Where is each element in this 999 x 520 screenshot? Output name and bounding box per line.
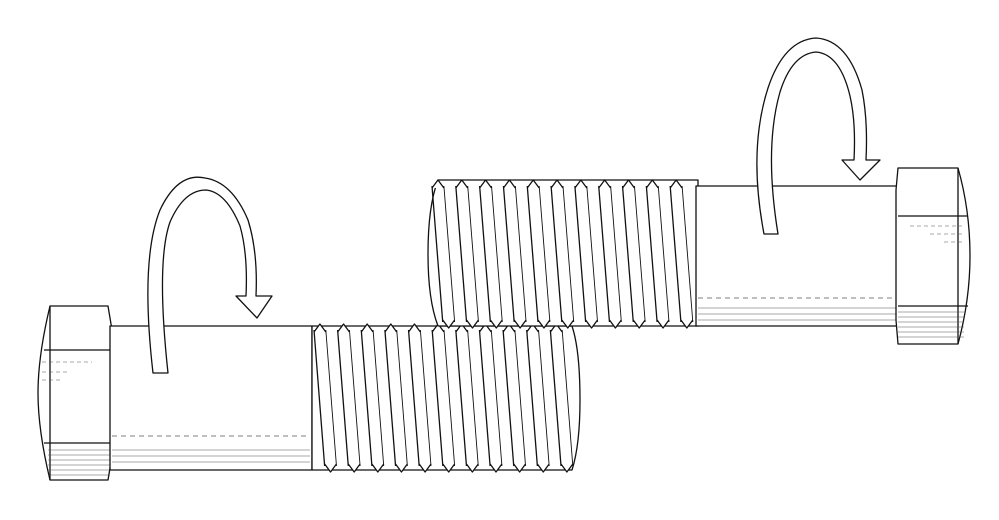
- thread-tooth-bottom: [537, 319, 551, 329]
- thread-crest: [478, 329, 491, 467]
- thread-tooth-bottom: [347, 463, 361, 473]
- thread-root: [634, 185, 646, 323]
- thread-tooth-top: [337, 323, 350, 333]
- thread-tooth-top: [479, 179, 493, 189]
- thread-tooth-bottom: [395, 463, 408, 473]
- thread-root: [396, 329, 408, 467]
- thread-tooth-top: [574, 179, 588, 189]
- thread-tooth-bottom: [442, 463, 456, 473]
- thread-root: [610, 185, 622, 323]
- thread-tooth-bottom: [680, 319, 694, 329]
- bolt-right-shank: [695, 185, 899, 327]
- thread-tooth-top: [455, 179, 469, 189]
- thread-tooth-top: [360, 323, 374, 333]
- thread-crest: [455, 185, 468, 323]
- thread-crest: [431, 329, 444, 467]
- thread-root: [443, 185, 456, 323]
- bolt-left-rotation-arrow: [147, 176, 273, 374]
- thread-tooth-top: [645, 179, 659, 189]
- thread-tooth-top: [526, 179, 540, 189]
- thread-root: [349, 329, 361, 467]
- bolt-right-head: [895, 167, 971, 345]
- thread-root: [419, 329, 432, 467]
- thread-tooth-top: [550, 179, 564, 189]
- thread-crest: [526, 329, 539, 467]
- thread-tooth-bottom: [560, 463, 574, 473]
- thread-tooth-top: [431, 179, 445, 189]
- thread-crest: [574, 185, 587, 323]
- thread-tooth-bottom: [632, 319, 646, 329]
- thread-root: [538, 185, 551, 323]
- thread-root: [325, 329, 337, 467]
- thread-tooth-top: [408, 323, 421, 333]
- thread-tooth-top: [502, 179, 516, 189]
- thread-root: [514, 329, 526, 467]
- thread-tooth-top: [598, 179, 612, 189]
- thread-tooth-bottom: [536, 463, 550, 473]
- thread-tooth-bottom: [513, 463, 527, 473]
- thread-crest: [478, 185, 492, 323]
- thread-tooth-bottom: [489, 319, 503, 329]
- thread-crest: [384, 329, 397, 467]
- thread-tooth-bottom: [418, 463, 432, 473]
- thread-crest: [360, 329, 373, 467]
- thread-tooth-bottom: [489, 463, 503, 473]
- thread-tooth-bottom: [442, 319, 456, 329]
- thread-crest: [550, 185, 563, 323]
- thread-root: [467, 329, 479, 467]
- thread-root: [467, 185, 479, 323]
- thread-tooth-bottom: [585, 319, 599, 329]
- thread-root: [561, 329, 574, 467]
- thread-crest: [621, 185, 634, 323]
- thread-root: [514, 185, 527, 323]
- thread-crest: [313, 329, 326, 467]
- thread-tooth-bottom: [513, 319, 527, 329]
- thread-root: [562, 185, 575, 323]
- thread-crest: [455, 329, 468, 467]
- thread-tooth-bottom: [371, 463, 385, 473]
- bolt-right-threads: [427, 179, 699, 329]
- thread-root: [586, 185, 598, 323]
- thread-tooth-bottom: [656, 319, 670, 329]
- thread-crest: [549, 329, 562, 467]
- thread-tooth-top: [669, 179, 683, 189]
- thread-tooth-bottom: [561, 319, 575, 329]
- thread-root: [491, 185, 503, 323]
- thread-root: [538, 329, 550, 467]
- thread-crest: [645, 185, 658, 323]
- bolt-left-shank: [109, 325, 313, 471]
- thread-root: [490, 329, 503, 467]
- bolt-left-threads: [311, 323, 581, 473]
- thread-crest: [526, 185, 539, 323]
- thread-tooth-top: [384, 323, 398, 333]
- thread-crest: [502, 329, 515, 467]
- thread-tooth-top: [622, 179, 635, 189]
- bolt-right: [427, 37, 971, 345]
- thread-crest: [431, 185, 444, 323]
- bolt-left: [37, 176, 581, 481]
- thread-crest: [598, 185, 611, 323]
- thread-root: [443, 329, 456, 467]
- thread-crest: [502, 185, 515, 323]
- thread-crest: [336, 329, 349, 467]
- thread-crest: [669, 185, 682, 323]
- bolt-left-head: [37, 305, 113, 481]
- thread-tooth-bottom: [324, 463, 337, 473]
- thread-tooth-bottom: [465, 463, 479, 473]
- thread-root: [372, 329, 385, 467]
- bolt-right-rotation-arrow: [756, 37, 881, 235]
- thread-tooth-bottom: [608, 319, 622, 329]
- thread-crest: [407, 329, 420, 467]
- thread-root: [681, 185, 694, 323]
- thread-tooth-top: [313, 323, 327, 333]
- thread-root: [657, 185, 670, 323]
- thread-tooth-bottom: [466, 319, 479, 329]
